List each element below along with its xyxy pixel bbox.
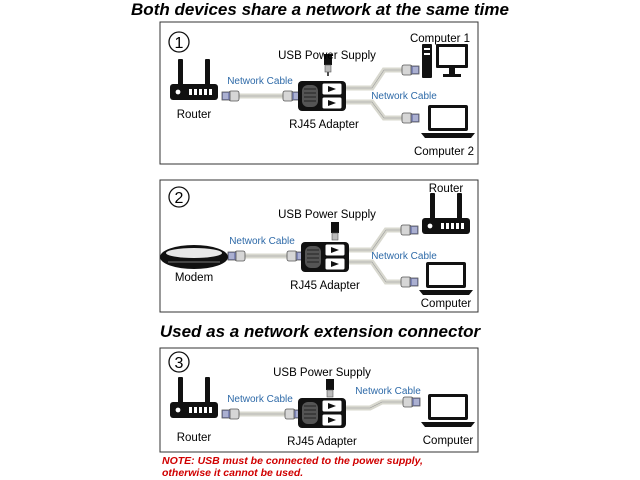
rj45-adapter-icon	[300, 241, 350, 273]
panel-2-cable-label-right: Network Cable	[371, 251, 437, 262]
note-line-2: otherwise it cannot be used.	[162, 467, 304, 479]
panel-3-number: 3	[175, 355, 184, 372]
panel-2-number-badge: 2	[168, 186, 190, 208]
top-heading: Both devices share a network at the same…	[131, 0, 509, 19]
panel-1-target-bottom-label: Computer 2	[414, 146, 474, 158]
panel-2-plug-router	[400, 224, 419, 236]
panel-1-source-label: Router	[177, 109, 212, 121]
panel-3-usb-label: USB Power Supply	[273, 367, 371, 379]
panel-2-target-top-label: Router	[429, 183, 464, 195]
panel-1-target-top-label: Computer 1	[410, 33, 470, 45]
panel-3-plug-computer	[402, 396, 421, 408]
panel-1-plug-computer-2	[401, 112, 420, 124]
panel-3-cable-label-right: Network Cable	[355, 386, 421, 397]
panel-2-usb-label: USB Power Supply	[278, 209, 376, 221]
power-supply-note: NOTE: USB must be connected to the power…	[162, 455, 423, 479]
panel-2-cable-label-left: Network Cable	[229, 236, 295, 247]
panel-3-plug-router	[221, 408, 240, 420]
laptop-icon	[421, 394, 475, 427]
panel-2-source-label: Modem	[175, 272, 213, 284]
rj45-adapter-icon	[297, 80, 347, 112]
panel-1-cable-label-left: Network Cable	[227, 76, 293, 87]
panel-1: 1 Router USB Power Supply RJ45 Adapter N…	[159, 21, 479, 165]
panel-1-cable-label-right: Network Cable	[371, 91, 437, 102]
laptop-icon	[421, 105, 475, 138]
panel-1-number-badge: 1	[168, 31, 190, 53]
rj45-adapter-icon	[297, 397, 347, 429]
panel-2: 2 Modem USB Power Supply RJ45 Adapter Ne…	[159, 179, 479, 313]
laptop-icon	[419, 262, 473, 295]
panel-1-plug-router	[221, 90, 240, 102]
middle-heading: Used as a network extension connector	[159, 322, 481, 341]
panel-3-number-badge: 3	[168, 351, 190, 373]
modem-icon	[160, 245, 228, 269]
panel-1-plug-computer-1	[401, 64, 420, 76]
panel-3-cable-label-left: Network Cable	[227, 394, 293, 405]
panel-1-number: 1	[175, 35, 184, 52]
panel-2-plug-modem	[227, 250, 246, 262]
panel-3-target-label: Computer	[423, 435, 474, 447]
panel-2-plug-computer	[400, 276, 419, 288]
panel-1-usb-label: USB Power Supply	[278, 50, 376, 62]
panel-2-number: 2	[175, 190, 184, 207]
panel-3-source-label: Router	[177, 432, 212, 444]
usb-plug-icon	[330, 221, 340, 241]
panel-2-adapter-label: RJ45 Adapter	[290, 280, 360, 292]
note-line-1: NOTE: USB must be connected to the power…	[162, 455, 423, 467]
panel-1-plug-adapter-in	[282, 90, 301, 102]
panel-2-target-bottom-label: Computer	[421, 298, 472, 310]
panel-3: 3 Router USB Power Supply RJ45 Adapter N…	[159, 347, 479, 453]
usb-plug-icon	[325, 378, 335, 398]
panel-3-adapter-label: RJ45 Adapter	[287, 436, 357, 448]
panel-1-adapter-label: RJ45 Adapter	[289, 119, 359, 131]
